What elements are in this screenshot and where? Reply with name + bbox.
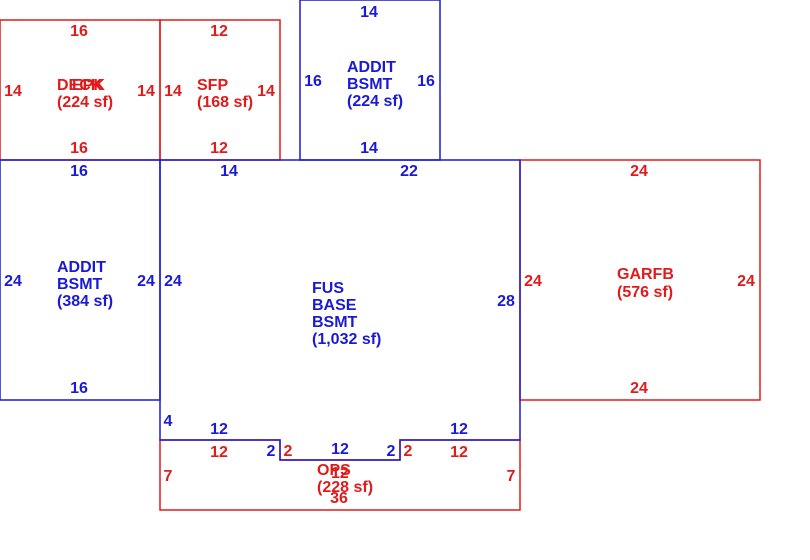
deck-dim-left: 14 — [4, 83, 22, 100]
ops-area: (228 sf) — [317, 479, 373, 496]
deck-dim-bottom: 16 — [70, 140, 88, 157]
addit-left-area: (384 sf) — [57, 293, 113, 310]
deck-dim-right: 14 — [137, 83, 155, 100]
ops-dim-notch-left: 2 — [284, 443, 293, 460]
ops-dim-right: 7 — [507, 468, 516, 485]
garfb-area: (576 sf) — [617, 284, 673, 301]
sfp-dim-right: 14 — [257, 83, 275, 100]
deck-area: (224 sf) — [57, 94, 113, 111]
ops-dim-top-right: 12 — [450, 444, 468, 461]
ops-dim-bottom: 36 — [330, 490, 348, 507]
addit-top-label-2: BSMT — [347, 76, 393, 93]
sfp-dim-left: 14 — [164, 83, 182, 100]
fus-label-1: FUS — [312, 280, 344, 297]
sfp-dim-top: 12 — [210, 23, 228, 40]
addit-top-area: (224 sf) — [347, 93, 403, 110]
garfb-label: GARFB — [617, 266, 674, 283]
deck-label: DECK — [57, 77, 103, 94]
addit-top-label-1: ADDIT — [347, 59, 396, 76]
addit-left-dim-top: 16 — [70, 163, 88, 180]
fus-dim-left: 24 — [164, 273, 182, 290]
addit-left-label-1: ADDIT — [57, 259, 106, 276]
ops-label: OPS — [317, 462, 351, 479]
sfp-area: (168 sf) — [197, 94, 253, 111]
fus-dim-bottom-right: 12 — [450, 421, 468, 438]
garfb-dim-left: 24 — [524, 273, 542, 290]
addit-top-dim-bottom: 14 — [360, 140, 378, 157]
addit-top-dim-left: 16 — [304, 73, 322, 90]
fus-dim-notch-right: 2 — [387, 443, 396, 460]
ops-dim-left: 7 — [164, 468, 173, 485]
addit-left-label-2: BSMT — [57, 276, 103, 293]
garfb-dim-right: 24 — [737, 273, 755, 290]
sfp-label: SFP — [197, 77, 228, 94]
addit-top-dim-right: 16 — [417, 73, 435, 90]
fus-label-3: BSMT — [312, 314, 358, 331]
addit-top-dim-top: 14 — [360, 4, 378, 21]
deck-dim-top: 16 — [70, 23, 88, 40]
addit-left-dim-left: 24 — [4, 273, 22, 290]
fus-dim-top-left: 14 — [220, 163, 238, 180]
sfp-dim-bottom: 12 — [210, 140, 228, 157]
fus-label-2: BASE — [312, 297, 357, 314]
deck-overlap-label: EPK — [72, 77, 105, 94]
fus-area: (1,032 sf) — [312, 331, 381, 348]
fus-dim-bottom-left: 12 — [210, 421, 228, 438]
garfb-dim-bottom: 24 — [630, 380, 648, 397]
garfb-dim-top: 24 — [630, 163, 648, 180]
ops-overlap-label: 12 — [331, 465, 349, 482]
fus-dim-notch-left: 2 — [267, 443, 276, 460]
fus-dim-notch-bottom: 12 — [331, 441, 349, 458]
ops-dim-top-left: 12 — [210, 444, 228, 461]
fus-dim-left-notch: 4 — [164, 413, 173, 430]
fus-dim-top-right: 22 — [400, 163, 418, 180]
fus-dim-right: 28 — [497, 293, 515, 310]
ops-dim-notch-right: 2 — [404, 443, 413, 460]
addit-left-dim-right: 24 — [137, 273, 155, 290]
fus-outline — [159, 159, 521, 461]
addit-left-dim-bottom: 16 — [70, 380, 88, 397]
